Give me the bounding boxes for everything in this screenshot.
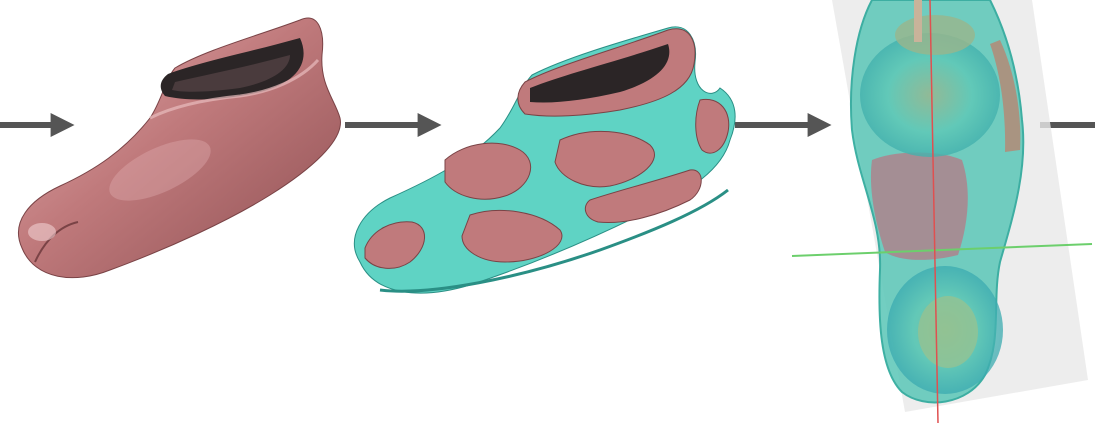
toe-pressure: [895, 15, 975, 55]
pressure-map-sole: [792, 0, 1092, 423]
toe-highlight: [28, 223, 56, 241]
base-shoe-mesh: [18, 18, 340, 278]
patterned-shoe-mesh: [354, 27, 735, 293]
heel-core: [918, 296, 978, 368]
toe-post: [914, 0, 922, 42]
arch-zone: [871, 153, 968, 260]
